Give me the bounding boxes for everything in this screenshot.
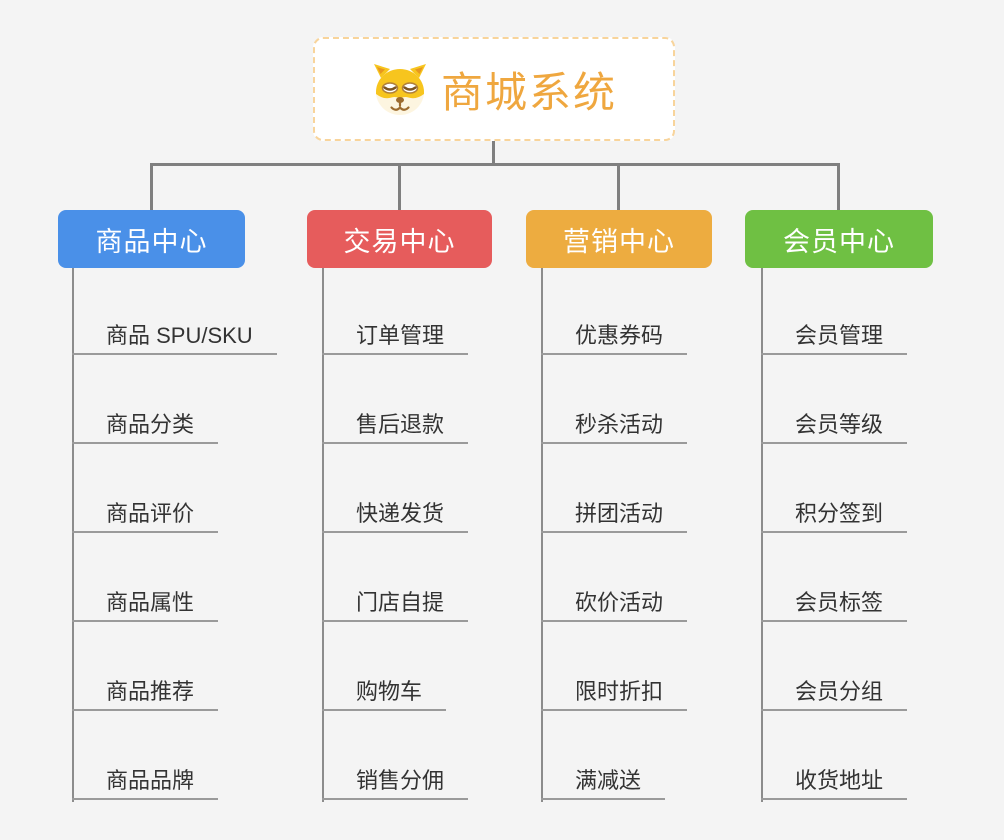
child-node-product-category[interactable]: 商品分类 — [72, 408, 219, 444]
connector-trunk-marketing — [541, 268, 543, 802]
connector-drop-product — [150, 164, 153, 210]
shiba-dog-icon — [371, 61, 429, 117]
child-node-order-management[interactable]: 订单管理 — [322, 319, 469, 355]
branch-node-trade-center[interactable]: 交易中心 — [307, 210, 492, 268]
connector-root-stub — [492, 140, 495, 166]
child-node-bargain-activity[interactable]: 砍价活动 — [541, 586, 688, 622]
connector-drop-trade — [398, 164, 401, 210]
child-node-store-pickup[interactable]: 门店自提 — [322, 586, 469, 622]
column-product-center: 商品 SPU/SKU 商品分类 商品评价 商品属性 商品推荐 商品品牌 — [72, 319, 277, 840]
column-member-center: 会员管理 会员等级 积分签到 会员标签 会员分组 收货地址 — [761, 319, 908, 840]
column-trade-center: 订单管理 售后退款 快递发货 门店自提 购物车 销售分佣 — [322, 319, 469, 840]
child-node-shopping-cart[interactable]: 购物车 — [322, 675, 447, 711]
child-node-product-attribute[interactable]: 商品属性 — [72, 586, 219, 622]
child-node-coupon-code[interactable]: 优惠券码 — [541, 319, 688, 355]
branch-node-product-center[interactable]: 商品中心 — [58, 210, 245, 268]
child-node-shipping-address[interactable]: 收货地址 — [761, 764, 908, 800]
connector-drop-member — [837, 164, 840, 210]
child-node-full-reduction[interactable]: 满减送 — [541, 764, 666, 800]
connector-trunk-member — [761, 268, 763, 802]
connector-trunk-trade — [322, 268, 324, 802]
child-node-product-spu-sku[interactable]: 商品 SPU/SKU — [72, 319, 277, 355]
child-node-after-sales-refund[interactable]: 售后退款 — [322, 408, 469, 444]
connector-horizontal-bar — [150, 163, 840, 166]
branch-node-member-center[interactable]: 会员中心 — [745, 210, 933, 268]
root-title: 商城系统 — [440, 68, 617, 116]
child-node-points-checkin[interactable]: 积分签到 — [761, 497, 908, 533]
child-node-group-buy[interactable]: 拼团活动 — [541, 497, 688, 533]
column-marketing-center: 优惠券码 秒杀活动 拼团活动 砍价活动 限时折扣 满减送 — [541, 319, 688, 840]
child-node-limited-time-discount[interactable]: 限时折扣 — [541, 675, 688, 711]
child-node-product-review[interactable]: 商品评价 — [72, 497, 219, 533]
child-node-member-group[interactable]: 会员分组 — [761, 675, 908, 711]
child-node-product-recommend[interactable]: 商品推荐 — [72, 675, 219, 711]
connector-drop-marketing — [617, 164, 620, 210]
branch-node-marketing-center[interactable]: 营销中心 — [526, 210, 712, 268]
child-node-flash-sale[interactable]: 秒杀活动 — [541, 408, 688, 444]
root-node[interactable]: 商城系统 — [313, 37, 675, 141]
child-node-member-level[interactable]: 会员等级 — [761, 408, 908, 444]
connector-trunk-product — [72, 268, 74, 802]
child-node-express-delivery[interactable]: 快递发货 — [322, 497, 469, 533]
child-node-member-tag[interactable]: 会员标签 — [761, 586, 908, 622]
child-node-sales-commission[interactable]: 销售分佣 — [322, 764, 469, 800]
child-node-product-brand[interactable]: 商品品牌 — [72, 764, 219, 800]
child-node-member-management[interactable]: 会员管理 — [761, 319, 908, 355]
